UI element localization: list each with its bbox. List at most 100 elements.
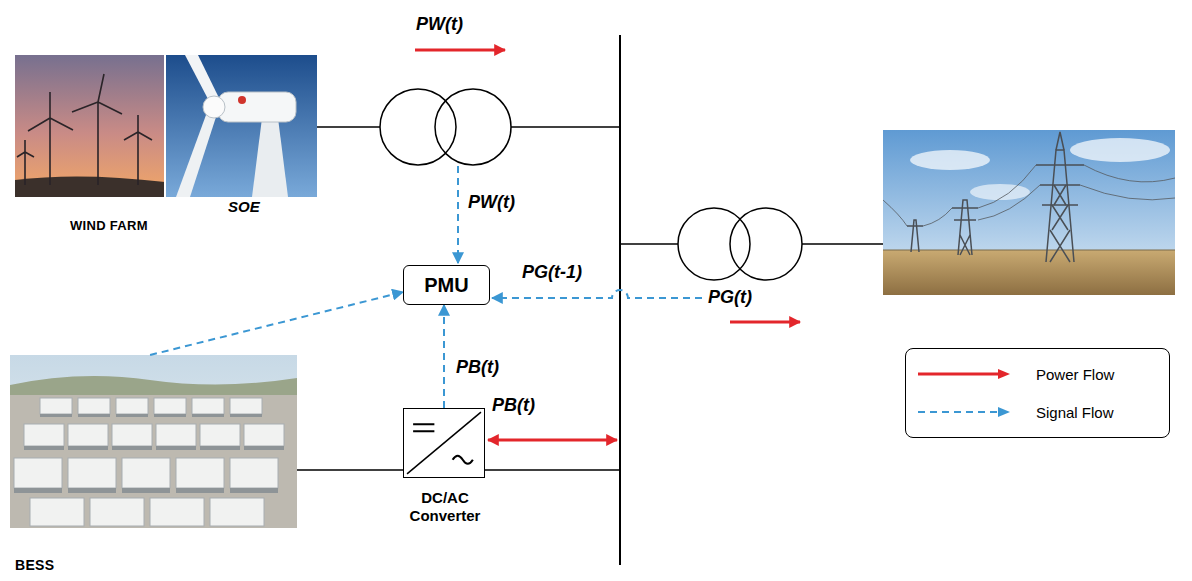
bess-photo: [90, 498, 144, 526]
bess-photo: [230, 414, 262, 417]
transformer-symbol: [678, 208, 750, 280]
wind-farm-photo: [203, 96, 225, 118]
bess-photo: [154, 398, 186, 414]
bus-bar: [619, 35, 621, 565]
power-flow-arrow: [415, 49, 505, 52]
bess-photo: [10, 355, 297, 528]
bess-photo: [112, 446, 152, 450]
wind-farm-photo: [15, 55, 165, 197]
wind-farm-photo: [28, 92, 73, 185]
wire-connector: [297, 469, 403, 471]
grid-photo: [1056, 132, 1064, 150]
bess-photo: [230, 398, 262, 414]
bess-photo: [244, 424, 284, 446]
bess-photo: [200, 424, 240, 446]
legend-text: Signal Flow: [1036, 404, 1114, 421]
wind-farm-photo: [165, 55, 317, 197]
power-flow-arrow: [488, 439, 617, 442]
bess-photo: [210, 498, 264, 526]
bess-photo: [176, 488, 224, 493]
bess-photo: [30, 498, 84, 526]
grid-photo: [1050, 185, 1070, 262]
signal-connector: [443, 305, 445, 408]
power-wire: [485, 469, 620, 471]
bess-photo: [68, 458, 116, 488]
power-wire: [485, 469, 620, 471]
signal-label: PW(t): [468, 192, 515, 214]
grid-photo: [970, 184, 1030, 200]
grid-photo: [883, 250, 1175, 251]
bess-photo: [78, 398, 110, 414]
bess-photo: [122, 488, 170, 493]
wind-farm-photo: [218, 92, 296, 122]
signal-connector: [150, 292, 403, 355]
bess-photo: [24, 446, 64, 450]
grid-photo: [883, 130, 1175, 295]
transformer-symbol: [802, 243, 883, 245]
bess-photo: [40, 414, 72, 417]
bess-photo: [230, 488, 278, 493]
wind-farm-photo: [176, 115, 216, 197]
bess-photo: [10, 395, 297, 528]
legend-row: Signal Flow: [916, 393, 1159, 431]
legend-line: [918, 373, 1000, 376]
power-label: PB(t): [492, 395, 535, 417]
bess-photo: [68, 488, 116, 493]
grid-photo: [883, 130, 1175, 295]
grid-photo: [907, 220, 923, 252]
signal-flow-arrow: [457, 166, 459, 263]
power-label: PG(t): [708, 287, 752, 309]
bess-photo: [14, 398, 284, 526]
grid-photo: [883, 165, 1175, 226]
bess-photo: [78, 414, 110, 417]
transformer-symbol: [317, 89, 620, 165]
transformer-symbol: [511, 126, 620, 128]
dc-symbol: [413, 424, 434, 431]
bess: BESS: [10, 355, 297, 577]
grid-photo: [952, 200, 978, 255]
bess-photo: [112, 424, 152, 446]
wind-farm-photo: [15, 55, 317, 197]
legend-arrowhead: [998, 369, 1010, 379]
bess-photo: [10, 355, 297, 528]
grid-photo: [883, 165, 1175, 226]
wind-farm: WIND FARM: [15, 55, 317, 240]
grid-photo: [1070, 138, 1170, 162]
bess-photo: [230, 458, 278, 488]
grid-photo: [883, 250, 1175, 295]
bess-photo: [116, 398, 148, 414]
signal-flow-arrow: [492, 290, 702, 298]
legend-sample: [916, 405, 1012, 419]
power-flow-arrow: [730, 321, 800, 324]
bess-photo: [40, 398, 72, 414]
transformer-symbol: [620, 208, 883, 280]
edge-label: PB(t): [456, 357, 499, 379]
bess-photo: [156, 424, 196, 446]
transformer-symbol: [317, 126, 380, 128]
wind-farm-photo: [252, 118, 288, 197]
bess-photo: [154, 414, 186, 417]
legend-box: Power FlowSignal Flow: [905, 348, 1170, 438]
wind-farm-photo: [185, 55, 219, 99]
legend-line: [918, 411, 1000, 413]
bess-photo: [192, 398, 224, 414]
power-flow-arrow: [415, 50, 800, 440]
wind-farm-photo: [124, 115, 152, 185]
signal-label: PG(t-1): [522, 262, 582, 284]
wind-farm-photo: [17, 74, 152, 185]
bess-photo: [192, 414, 224, 417]
legend-row: Power Flow: [916, 355, 1159, 393]
node-label: WIND FARM: [70, 218, 148, 234]
grid-photo: [907, 132, 1084, 262]
bess-photo: [68, 424, 108, 446]
bess-photo: [14, 458, 62, 488]
bess-photo: [116, 414, 148, 417]
wind-farm-photo: [72, 74, 122, 185]
transformer-symbol: [435, 89, 511, 165]
edge-label: SOE: [228, 198, 260, 216]
legend-arrowhead: [998, 407, 1010, 417]
transformer-symbol: [730, 208, 802, 280]
